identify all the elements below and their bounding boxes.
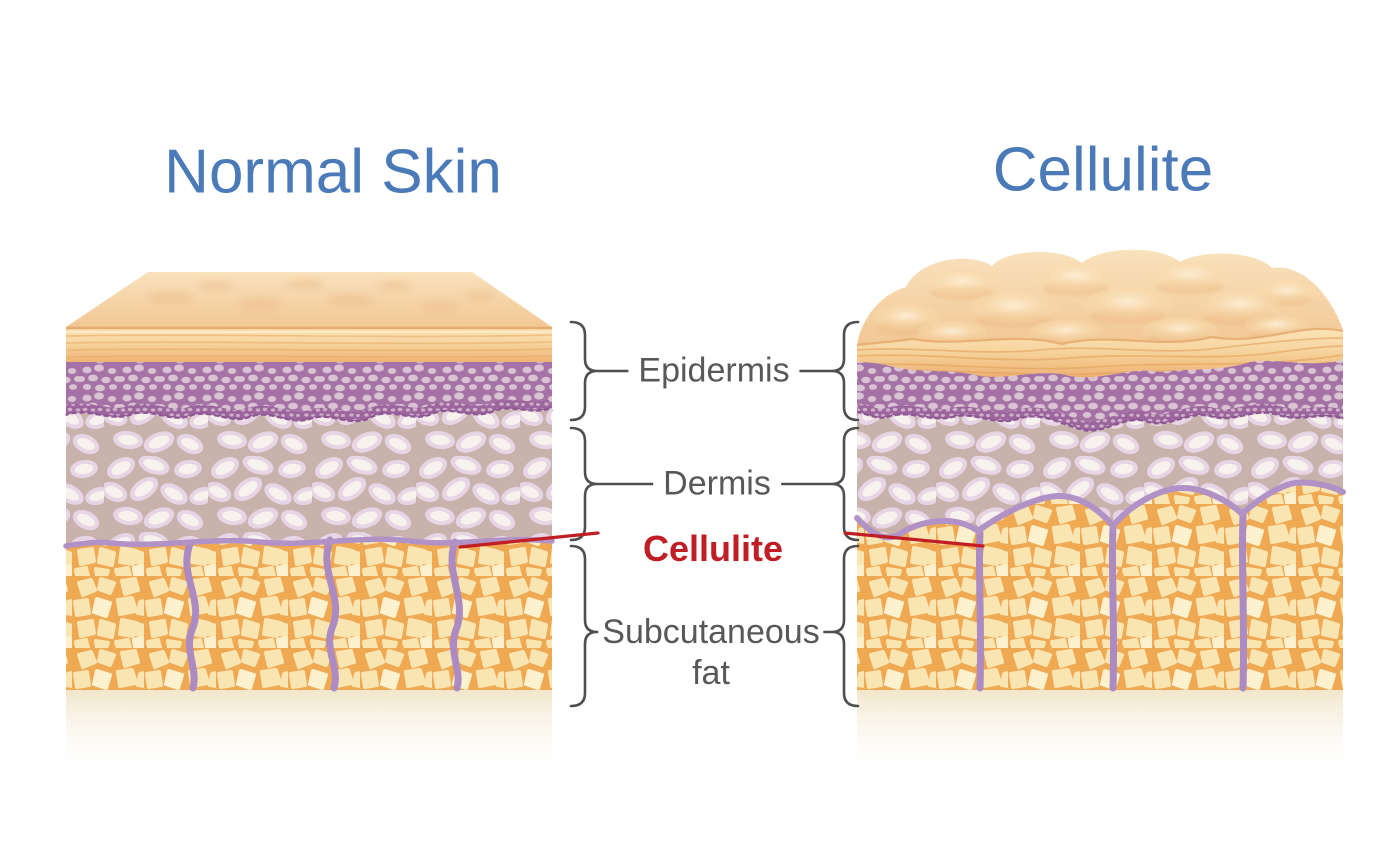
brace-epidermis-left: [569, 320, 598, 422]
brace-fat-left: [569, 544, 598, 708]
brace-epidermis-right: [831, 320, 860, 422]
label-epidermis: Epidermis: [628, 350, 800, 392]
title-normal-skin: Normal Skin: [164, 137, 502, 207]
label-subcutaneous-fat: Subcutaneous fat: [598, 612, 824, 694]
block-shadow: [66, 690, 552, 778]
dermis-layer-cellulite: [857, 413, 1343, 538]
skin-block-normal: [63, 272, 555, 778]
surface-mottle: [146, 279, 496, 311]
title-cellulite: Cellulite: [992, 135, 1214, 205]
label-subcutaneous-line1: Subcutaneous: [598, 612, 824, 653]
dermis-fat-boundary-cellulite: [854, 479, 1346, 541]
fat-layer-normal: [66, 539, 552, 690]
cellulite-pointer-right: [843, 531, 985, 548]
label-cellulite: Cellulite: [634, 527, 792, 571]
cellulite-pointer-left: [458, 531, 600, 549]
label-subcutaneous-line2: fat: [688, 653, 734, 694]
fat-septa-normal: [183, 536, 463, 692]
block-shadow: [857, 690, 1343, 778]
brace-dermis-left: [569, 426, 598, 542]
cellulite-pointer-lines: [458, 531, 985, 549]
surface-crease-cellulite: [856, 327, 1344, 347]
dermis-layer-normal: [66, 409, 552, 546]
stratum-streaks: [65, 334, 553, 358]
skin-block-cellulite: [854, 249, 1346, 778]
dermis-fat-boundary-normal: [63, 536, 555, 549]
cellulite-bumps: [872, 261, 1317, 347]
label-dermis: Dermis: [653, 463, 781, 505]
brace-fat-right: [831, 544, 860, 708]
skin-surface-flat: [66, 272, 552, 327]
brace-dermis-right: [831, 426, 860, 542]
